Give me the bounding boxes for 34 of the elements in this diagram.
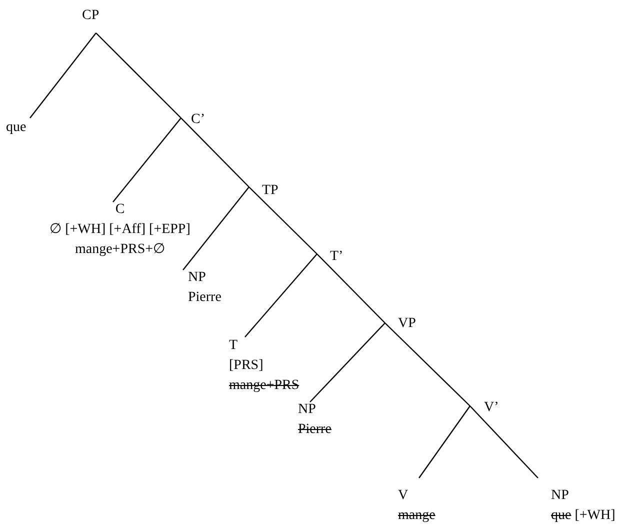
category-label: NP [551, 488, 569, 503]
tree-branch [30, 32, 96, 118]
category-label: TP [262, 181, 278, 201]
category-label: V’ [484, 398, 499, 418]
category-label: C’ [191, 110, 205, 130]
feature-text: Pierre [188, 290, 222, 305]
tree-branch [182, 186, 250, 270]
struck-word: Pierre [298, 422, 332, 437]
tree-branch [310, 322, 386, 402]
feature-text: [+WH] [574, 508, 616, 523]
category-label: V [398, 488, 408, 503]
feature-text: mange+PRS+∅ [74, 242, 166, 257]
category-label: NP [298, 402, 316, 417]
category-label: T [229, 338, 238, 353]
tree-branch [470, 406, 538, 478]
category-label: C [115, 202, 125, 217]
struck-word: que [551, 508, 572, 523]
tree-branch [244, 254, 318, 338]
struck-word: mange [398, 508, 436, 523]
category-label: que [6, 118, 26, 138]
tree-branch [316, 254, 386, 324]
tree-branch [180, 118, 250, 188]
tree-branch [248, 186, 318, 254]
tree-branch [112, 118, 182, 202]
feature-text: [PRS] [229, 358, 264, 373]
tree-branch [418, 406, 470, 478]
struck-word: mange+PRS [229, 378, 300, 393]
tree-branch [96, 32, 182, 118]
category-label: VP [398, 314, 416, 334]
feature-text: ∅ [+WH] [+Aff] [+EPP] [50, 222, 190, 237]
category-label: T’ [330, 247, 344, 267]
category-label: CP [82, 6, 100, 26]
category-label: NP [188, 270, 206, 285]
tree-branch [384, 322, 470, 406]
